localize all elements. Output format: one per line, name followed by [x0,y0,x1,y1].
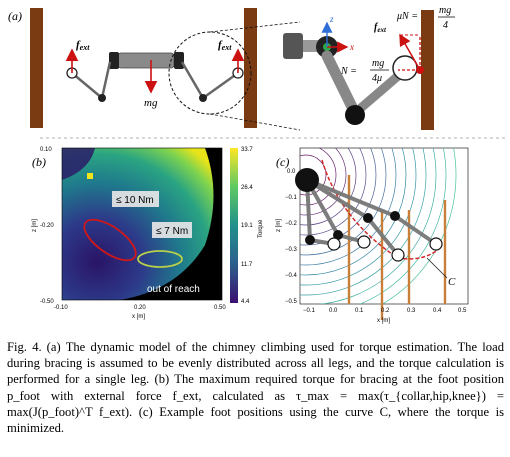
annotation-7-box [152,222,192,238]
panel-b-ytick-0: 0.10 [40,147,52,153]
mg-label: mg [144,97,158,109]
panel-b-ytick-1: -0.20 [40,223,54,229]
annotation-7: ≤ 7 Nm [156,226,188,237]
panel-b-xtick-1: 0.20 [134,305,146,311]
detail-view: x z fext μN = mg 4 N = mg 4μ [283,5,455,130]
left-leg-lower [71,72,103,99]
detail-thigh [321,50,361,119]
detail-mg4mu-den: 4μ [372,73,382,84]
curve-c-label: C [448,276,456,288]
panel-c-xtick-6: 0.5 [458,308,467,314]
curve-c [321,159,441,260]
right-knee-joint [199,94,207,102]
zoom-circle [168,31,252,115]
detail-f-ext-arrow [399,33,421,71]
right-leg-lower [202,71,239,100]
panel-c-ytick-2: −0.2 [285,221,298,227]
foot-3 [391,248,405,262]
out-of-reach-label: out of reach [147,284,200,295]
contour-lines [300,148,457,304]
panel-c-xtick-5: 0.4 [433,308,442,314]
ellipse-10nm [83,218,137,262]
knee-joint-4 [390,211,400,221]
figure: (a) fext fext mg [8,5,505,324]
panel-c-label: (c) [276,155,289,169]
colorbar-tick-1: 26.4 [241,185,253,191]
annotation-10: ≤ 10 Nm [116,195,154,206]
panel-c-ytick-5: −0.5 [285,299,298,305]
caption-text: (a) The dynamic model of the chimney cli… [7,340,504,436]
panel-c-xtick-1: 0.0 [329,308,338,314]
curve-c-leader [426,257,448,279]
panel-a-label: (a) [8,9,22,23]
panel-c-xtick-2: 0.1 [355,308,364,314]
detail-axis-z-label: z [329,14,334,24]
body-joint-right [174,52,184,69]
detail-muN-label: μN = [396,11,418,22]
detail-mg4-den: 4 [443,20,448,31]
panel-c-ytick-3: −0.3 [285,247,298,253]
panel-c-xtick-3: 0.2 [381,308,390,314]
left-wall [30,8,43,128]
robot-body [117,52,175,69]
panel-b-label: (b) [32,155,46,169]
detail-f-ext-label: fext [374,22,387,34]
knee-joint-3 [363,213,373,223]
detail-mg4-num: mg [439,5,451,16]
detail-wall [421,10,434,130]
foot-4 [429,237,443,251]
f-ext-right-label: fext [218,39,232,52]
panel-c-xtick-4: 0.3 [407,308,416,314]
panel-a: (a) fext fext mg [8,5,455,131]
detail-body-block [283,33,303,59]
colorbar-label: Torque [258,219,264,238]
detail-mg4mu-num: mg [372,58,384,69]
colorbar-tick-2: 19.1 [241,223,253,229]
heatmap-dark-wedge [62,148,95,180]
panel-c-ytick-1: −0.1 [285,195,298,201]
figure-caption: Fig. 4.(a) The dynamic model of the chim… [7,339,504,436]
panel-c-axes [299,147,469,305]
panel-b-ytick-2: -0.50 [40,299,54,305]
detail-knee [345,105,365,125]
hip-joint [295,168,319,192]
zoom-connector-bottom [209,113,301,131]
detail-axis-x-label: x [349,42,354,52]
panel-b-ylabel: z [m] [32,219,38,232]
colorbar-tick-0: 33.7 [241,147,253,153]
panel-b: (b) ≤ 10 Nm ≤ 7 Nm out of reach 0.10 -0.… [32,147,264,320]
caption-label: Fig. 4. [7,340,42,354]
left-leg-upper [100,61,112,99]
foot-2 [327,237,341,251]
panel-b-xlabel: x [m] [132,314,145,320]
panel-c-ylabel: z [m] [276,219,282,232]
body-joint-left [109,52,119,69]
colorbar [230,148,238,303]
knee-joint-2 [305,235,315,245]
detail-N-label: N = [340,66,357,77]
foot-1 [357,235,371,249]
panel-c-ytick-4: −0.4 [285,273,298,279]
colorbar-tick-4: 4.4 [241,299,250,305]
annotation-10-box [112,191,159,207]
ellipse-7nm [137,250,183,268]
knee-joint-1 [333,230,343,240]
panel-c-ytick-0: 0.0 [287,169,296,175]
heatmap-axes-box [61,147,223,301]
right-leg-upper [180,61,205,99]
colorbar-tick-3: 11.7 [241,262,253,268]
zoom-connector-top [209,21,301,33]
f-ext-left-label: fext [76,39,90,52]
panel-c-xlabel: x [m] [377,318,390,324]
panel-b-xtick-2: 0.50 [214,305,226,311]
left-knee-joint [98,94,106,102]
heatmap-marker [87,173,93,179]
panel-b-xtick-0: -0.10 [54,305,68,311]
panel-c: (c) [276,147,469,324]
panel-c-xtick-0: −0.1 [303,308,316,314]
